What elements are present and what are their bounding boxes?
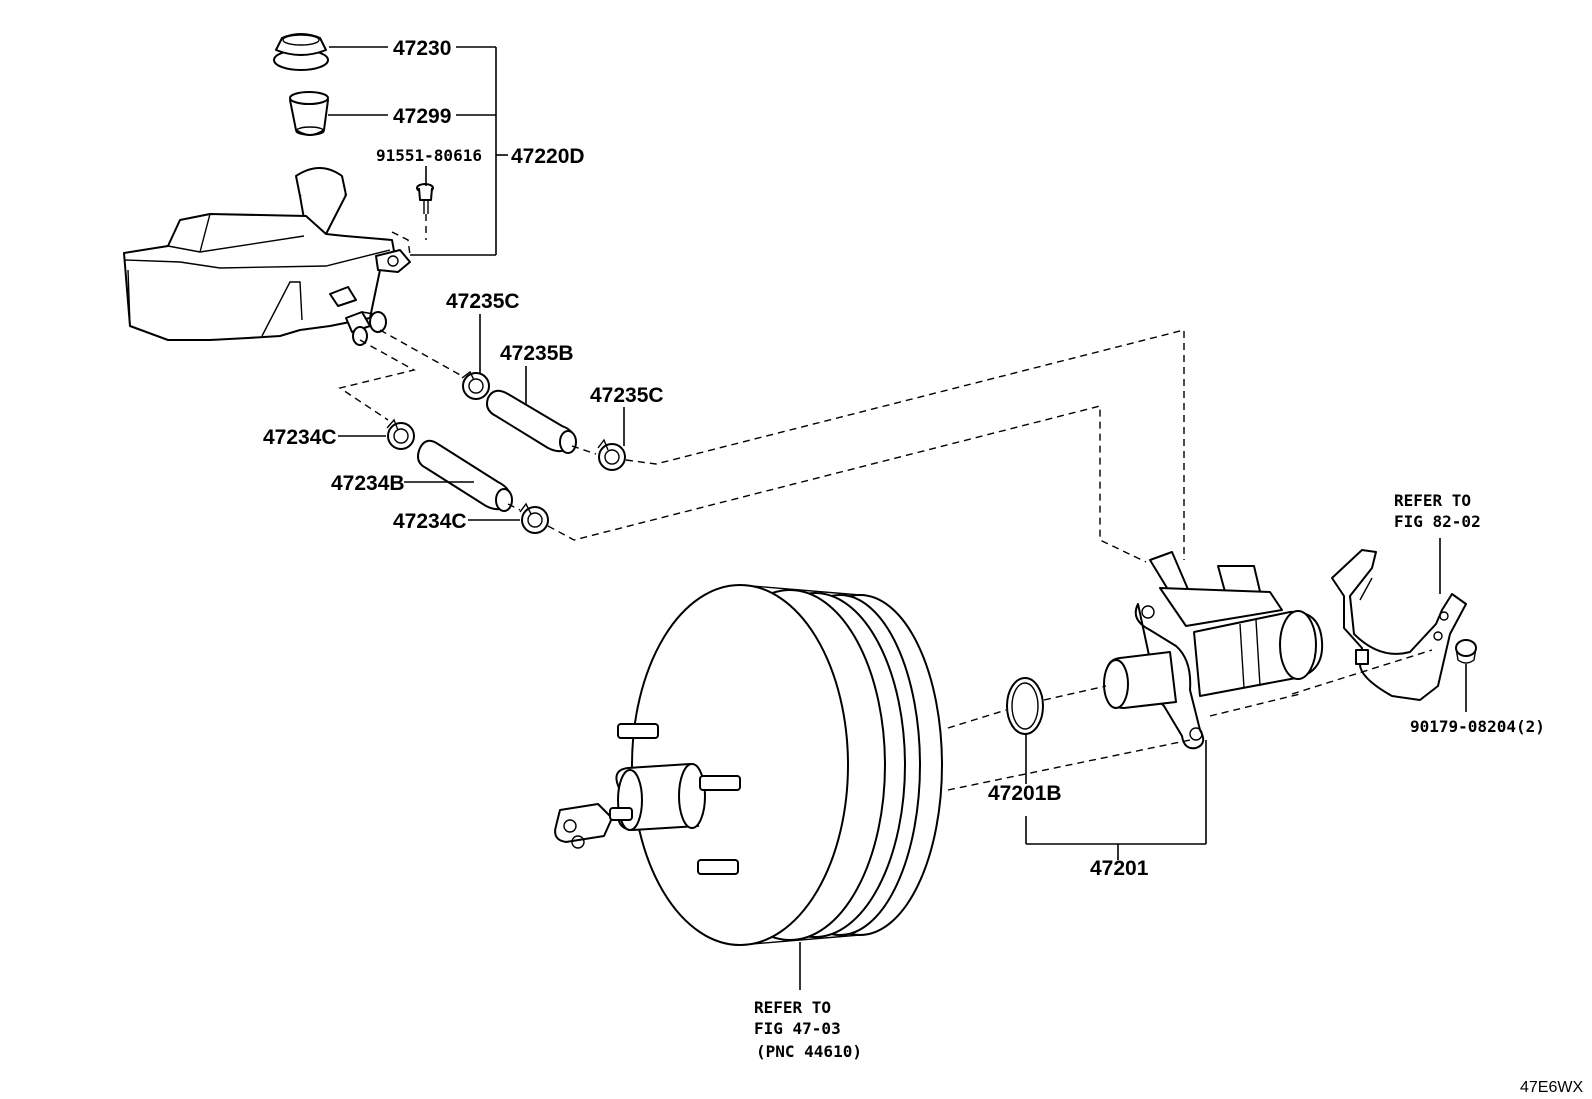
- label-47235B: 47235B: [500, 342, 574, 365]
- dashed-connections: [338, 329, 1185, 563]
- clip-47235C-lower: [597, 438, 626, 471]
- nut-90179: [1455, 639, 1477, 664]
- diagram-id: 47E6WX: [1520, 1079, 1583, 1096]
- label-47234B: 47234B: [331, 472, 405, 495]
- hose-47235B: [486, 389, 577, 454]
- master-cylinder-47201: [1103, 551, 1324, 750]
- reservoir-cap-47230: [273, 33, 329, 71]
- mc-leaders: [947, 685, 1207, 860]
- label-47220D: 47220D: [511, 145, 585, 168]
- refer-82-line1: REFER TO: [1394, 491, 1471, 510]
- label-91551-80616: 91551-80616: [376, 146, 482, 165]
- reservoir-tank: [123, 167, 411, 346]
- label-47299: 47299: [393, 105, 451, 128]
- reservoir-bolt-91551: [416, 183, 434, 214]
- hose-47234B: [417, 439, 513, 512]
- reservoir-strainer-47299: [289, 91, 329, 136]
- oring-47201B: [1006, 677, 1044, 735]
- label-47201: 47201: [1090, 857, 1149, 880]
- label-47201B: 47201B: [988, 782, 1062, 805]
- clip-47234C-upper: [386, 418, 415, 450]
- refer-47-line2: FIG 47-03: [754, 1019, 841, 1038]
- label-47235C-upper: 47235C: [446, 290, 520, 313]
- clip-47234C-lower: [519, 502, 549, 534]
- refer-47-line1: REFER TO: [754, 998, 831, 1017]
- label-47234C-lower: 47234C: [393, 510, 467, 533]
- brake-booster: [554, 584, 943, 946]
- label-47234C-upper: 47234C: [263, 426, 337, 449]
- refer-82-line2: FIG 82-02: [1394, 512, 1481, 531]
- reservoir-leaders: [328, 46, 508, 256]
- label-47235C-lower: 47235C: [590, 384, 664, 407]
- bracket-ref-82-02: [1331, 549, 1467, 701]
- label-90179-08204: 90179-08204(2): [1410, 717, 1545, 736]
- hose-leaders: [338, 314, 625, 521]
- clip-47235C-upper: [461, 370, 490, 400]
- bracket-leaders: [1209, 538, 1467, 717]
- refer-47-line3: (PNC 44610): [756, 1042, 862, 1061]
- label-47230: 47230: [393, 37, 451, 60]
